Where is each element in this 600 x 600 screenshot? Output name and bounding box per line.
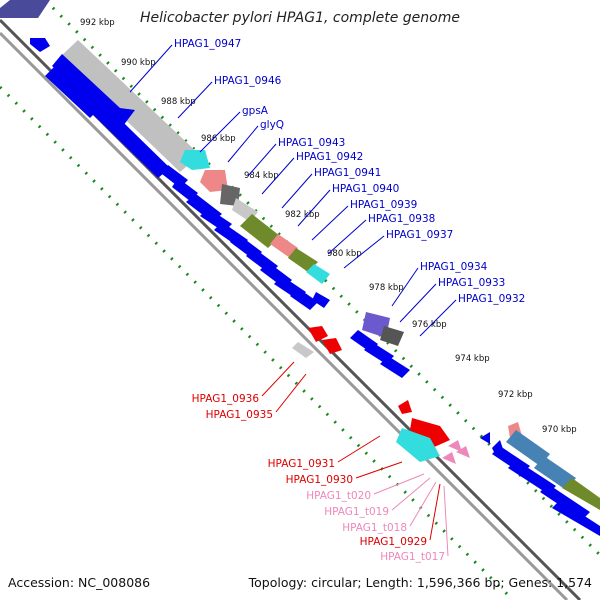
tick-label: 978 kbp: [369, 283, 404, 293]
label-leaders-lower: [261, 361, 449, 557]
gene-label[interactable]: HPAG1_0933: [438, 277, 505, 289]
gene-feature: [52, 54, 135, 130]
gene-label[interactable]: gpsA: [242, 105, 269, 117]
gene-feature: [312, 292, 330, 308]
gene-feature: [456, 446, 470, 458]
tick-label: 970 kbp: [542, 425, 577, 435]
gene-feature: [292, 342, 314, 358]
gene-feature: [442, 452, 456, 464]
gene-label[interactable]: HPAG1_0943: [278, 137, 345, 149]
gene-feature: [380, 356, 410, 378]
gene-label[interactable]: HPAG1_0935: [206, 409, 273, 421]
gene-feature: [534, 456, 576, 490]
tick-label: 974 kbp: [455, 354, 490, 364]
gene-feature: [448, 440, 462, 452]
tick-labels: 992 kbp 990 kbp 988 kbp 986 kbp 984 kbp …: [80, 18, 577, 435]
gene-feature: [0, 0, 50, 18]
gene-feature: [380, 326, 404, 346]
gene-feature: [180, 150, 210, 170]
gene-feature: [506, 430, 550, 466]
gene-label[interactable]: HPAG1_0937: [386, 229, 453, 241]
gene-label[interactable]: HPAG1_0947: [174, 38, 241, 50]
gene-feature: [200, 170, 228, 192]
gene-feature: [540, 484, 590, 520]
accession-text: Accession: NC_008086: [8, 575, 150, 590]
gene-feature: [30, 38, 50, 52]
tick-label: 976 kbp: [412, 320, 447, 330]
label-leaders-upper: [129, 44, 457, 337]
tick-label: 988 kbp: [161, 97, 196, 107]
gene-feature: [396, 428, 440, 462]
gene-label[interactable]: HPAG1_t018: [342, 522, 407, 534]
tick-label: 984 kbp: [244, 171, 279, 181]
lower-genes: [396, 400, 600, 536]
gene-label[interactable]: HPAG1_0942: [296, 151, 363, 163]
gene-label[interactable]: HPAG1_0930: [286, 474, 353, 486]
gene-feature: [60, 40, 200, 172]
gene-feature: [308, 326, 328, 342]
gene-feature: [562, 478, 600, 510]
gene-feature: [240, 214, 280, 248]
gene-label[interactable]: HPAG1_0929: [360, 536, 427, 548]
gene-feature: [480, 432, 490, 444]
tick-label: 990 kbp: [121, 58, 156, 68]
gene-labels-lower: HPAG1_0936 HPAG1_0935 HPAG1_0931 HPAG1_0…: [192, 393, 445, 563]
gene-labels-upper: HPAG1_0947 HPAG1_0946 gpsA glyQ HPAG1_09…: [174, 38, 525, 305]
gene-label[interactable]: HPAG1_0932: [458, 293, 525, 305]
gene-label[interactable]: HPAG1_0940: [332, 183, 399, 195]
gene-label[interactable]: HPAG1_0936: [192, 393, 260, 405]
gene-label[interactable]: HPAG1_t019: [324, 506, 389, 518]
gene-feature: [80, 90, 170, 178]
gene-label[interactable]: HPAG1_0934: [420, 261, 488, 273]
dotted-track-inner: [0, 85, 515, 600]
forward-genes: [0, 0, 330, 310]
tick-label: 986 kbp: [201, 134, 236, 144]
gene-feature: [270, 234, 298, 258]
gene-label[interactable]: HPAG1_0941: [314, 167, 381, 179]
gene-feature: [220, 184, 240, 206]
gene-label[interactable]: glyQ: [260, 119, 284, 131]
gene-feature: [288, 248, 318, 272]
gene-label[interactable]: HPAG1_0938: [368, 213, 435, 225]
middle-genes: [292, 312, 410, 378]
gene-feature: [290, 288, 318, 310]
gene-label[interactable]: HPAG1_t020: [306, 490, 371, 502]
tick-label: 992 kbp: [80, 18, 115, 28]
gene-feature: [508, 460, 556, 494]
gene-feature: [322, 338, 342, 354]
gene-feature: [398, 400, 412, 414]
gene-label[interactable]: HPAG1_0939: [350, 199, 417, 211]
gene-label[interactable]: HPAG1_0946: [214, 75, 282, 87]
gene-feature: [306, 264, 330, 284]
tick-label: 972 kbp: [498, 390, 533, 400]
gene-label[interactable]: HPAG1_t017: [380, 551, 445, 563]
gene-feature: [410, 418, 450, 448]
gene-feature: [172, 178, 198, 201]
tick-label: 982 kbp: [285, 210, 320, 220]
tick-label: 980 kbp: [327, 249, 362, 259]
gene-feature: [552, 500, 600, 536]
gene-label[interactable]: HPAG1_0931: [268, 458, 335, 470]
map-title: Helicobacter pylori HPAG1, complete geno…: [140, 10, 460, 26]
topology-text: Topology: circular; Length: 1,596,366 bp…: [248, 575, 592, 590]
